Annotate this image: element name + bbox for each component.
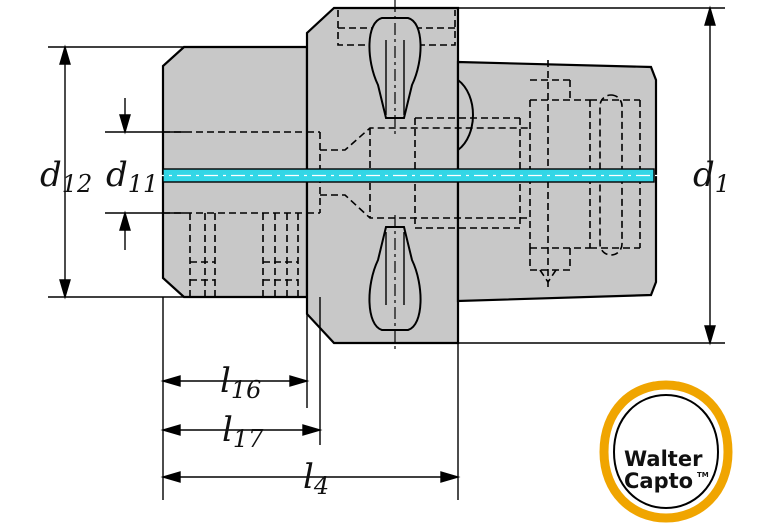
label-l16: l16 xyxy=(220,361,261,404)
logo-tm: TM xyxy=(697,471,709,479)
dimension-lines xyxy=(48,5,725,500)
logo-line2: Capto xyxy=(624,469,693,493)
label-l17: l17 xyxy=(222,410,264,453)
walter-capto-logo: Walter Capto TM xyxy=(599,380,733,523)
label-d1: d1 xyxy=(693,155,730,198)
label-l4: l4 xyxy=(303,457,329,500)
label-d12: d12 xyxy=(40,155,92,198)
dimension-labels: d12 d11 d1 l16 l17 l4 xyxy=(40,155,730,500)
logo-line1: Walter xyxy=(624,447,703,471)
top-screw xyxy=(368,17,422,119)
clamping-screws xyxy=(368,0,474,350)
coolant-channel xyxy=(150,168,670,183)
label-d11: d11 xyxy=(106,155,158,198)
